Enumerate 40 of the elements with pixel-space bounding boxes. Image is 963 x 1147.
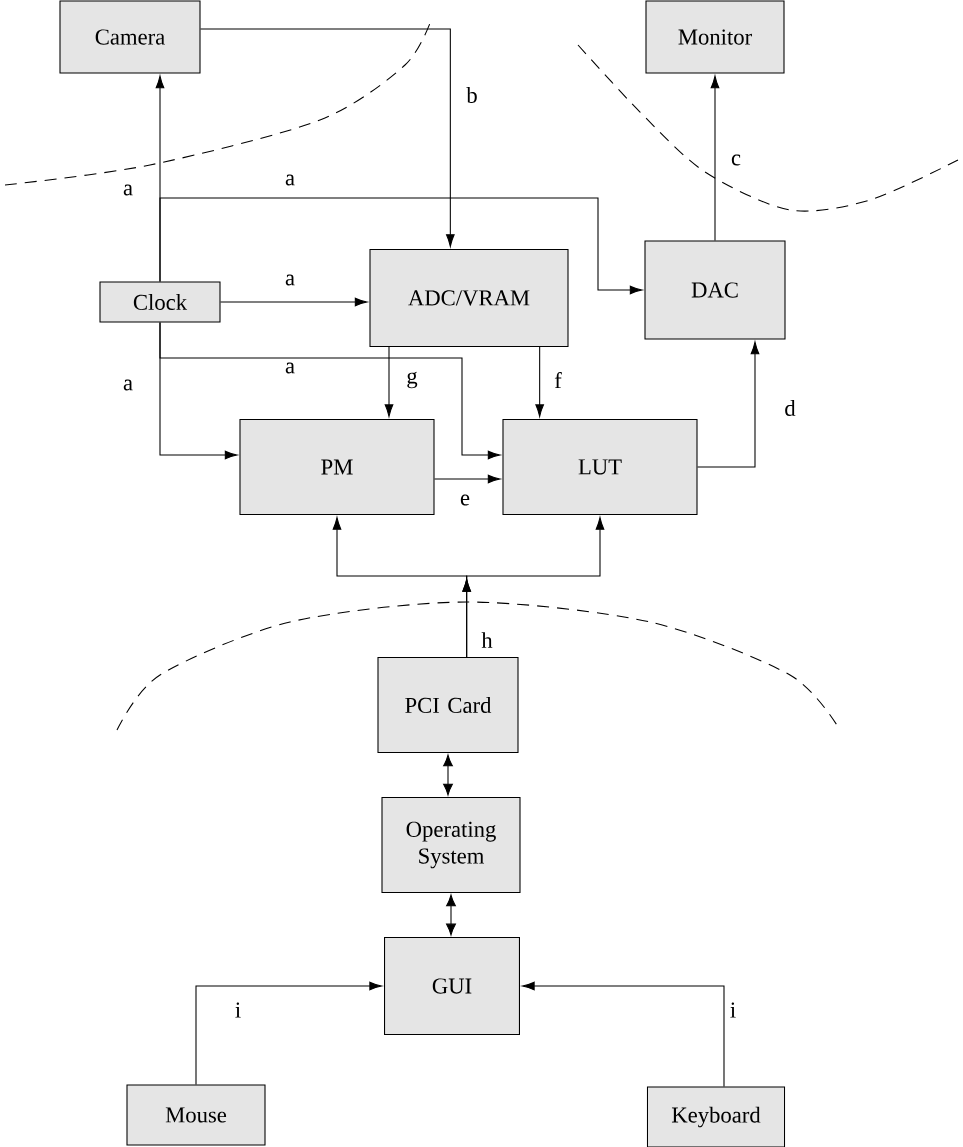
block-box: PM [239, 419, 435, 515]
block-box: PCI Card [377, 657, 519, 753]
block-box: DAC [644, 240, 786, 340]
arrow [384, 346, 394, 417]
edge-label: f [552, 370, 564, 390]
edge-label: a [121, 183, 135, 197]
arrow [443, 754, 453, 796]
block-box: Monitor [645, 0, 785, 74]
arrow [462, 517, 605, 658]
block-box: LUT [502, 419, 698, 515]
arrow [159, 197, 643, 295]
arrow [159, 322, 501, 460]
block-box: Operating System [381, 797, 521, 893]
edge-label: i [233, 1001, 243, 1019]
arrow [200, 28, 455, 247]
arrow [195, 981, 382, 1085]
arrow [220, 297, 368, 307]
edge-label: a [283, 361, 297, 375]
edge-label: a [283, 173, 297, 187]
arrow [434, 474, 501, 484]
block-box: ADC/VRAM [369, 248, 569, 348]
edge-label: i [728, 1001, 738, 1019]
edge-label: a [121, 378, 135, 392]
edge-label: c [729, 153, 743, 167]
arrow [710, 75, 720, 241]
block-box: GUI [384, 936, 520, 1036]
edge-label: h [480, 630, 494, 650]
arrow [697, 341, 760, 468]
edge-label: a [283, 273, 297, 287]
arrow [522, 981, 725, 1087]
block-box: Mouse [126, 1084, 266, 1146]
edge-label: d [783, 398, 797, 418]
block-box: Clock [99, 281, 221, 323]
edge-label: g [405, 370, 419, 390]
edge-label: b [465, 85, 479, 105]
arrow [535, 346, 544, 417]
block-box: Keyboard [646, 1086, 786, 1147]
arrow [446, 894, 456, 936]
block-box: Camera [59, 0, 201, 74]
edge-label: e [458, 493, 472, 507]
